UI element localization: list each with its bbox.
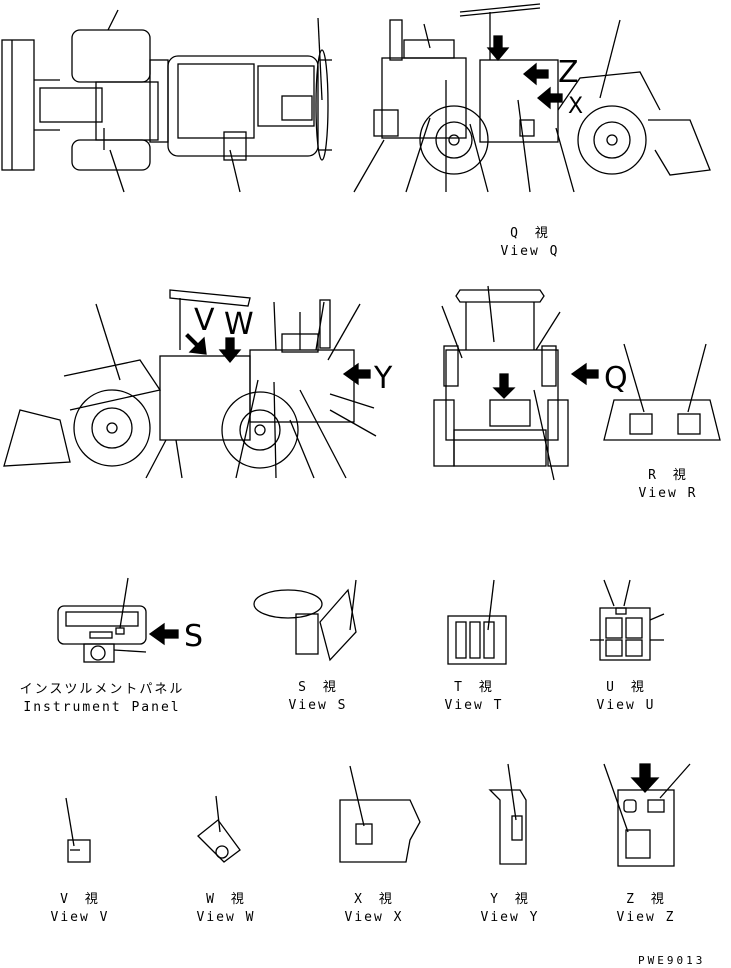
view-x-drawing: [339, 765, 421, 863]
view-s-drawing: [253, 579, 357, 662]
view-u-drawing: [590, 579, 665, 661]
view-z-label-en: View Z: [616, 910, 676, 925]
view-s-label-jp: S 視: [298, 680, 338, 695]
view-v-drawing: [65, 797, 91, 863]
side-view-left-loader: [3, 289, 377, 479]
view-q-label-en: View Q: [500, 244, 560, 259]
view-letter-z: Z: [558, 55, 579, 90]
view-z-label-jp: Z 視: [626, 892, 666, 907]
view-q-label-jp: Q 視: [510, 226, 550, 241]
rear-view-loader: [433, 285, 599, 481]
view-r-drawing: [603, 343, 721, 441]
view-v-label-en: View V: [50, 910, 110, 925]
view-z-drawing: [603, 763, 691, 867]
view-t-drawing: [447, 579, 507, 665]
view-letter-s: S: [184, 619, 204, 654]
instrument-panel-label-en: Instrument Panel: [23, 700, 181, 715]
view-u-label-jp: U 視: [606, 680, 646, 695]
drawing-code: PWE9013: [638, 954, 706, 967]
view-letter-q: Q: [604, 361, 628, 396]
view-s-label-en: View S: [288, 698, 348, 713]
view-letter-y: Y: [374, 361, 393, 396]
view-u-label-en: View U: [596, 698, 656, 713]
view-y-label-jp: Y 視: [490, 892, 530, 907]
view-x-label-jp: X 視: [354, 892, 394, 907]
view-x-label-en: View X: [344, 910, 404, 925]
view-letter-x: X: [568, 94, 584, 119]
view-y-label-en: View Y: [480, 910, 540, 925]
instrument-panel-drawing: [57, 577, 179, 663]
view-t-label-en: View T: [444, 698, 504, 713]
view-y-drawing: [488, 763, 527, 865]
view-letter-w: W: [224, 307, 254, 342]
view-letter-v: V: [194, 303, 215, 338]
view-t-label-jp: T 視: [454, 680, 494, 695]
side-view-right-loader: [353, 3, 711, 193]
view-w-label-en: View W: [196, 910, 256, 925]
view-w-drawing: [197, 795, 241, 863]
instrument-panel-label-jp: インスツルメントパネル: [19, 682, 185, 697]
view-w-label-jp: W 視: [206, 892, 246, 907]
view-r-label-en: View R: [638, 486, 698, 501]
view-v-label-jp: V 視: [60, 892, 100, 907]
view-r-label-jp: R 視: [648, 468, 688, 483]
top-view-loader: [1, 9, 332, 193]
